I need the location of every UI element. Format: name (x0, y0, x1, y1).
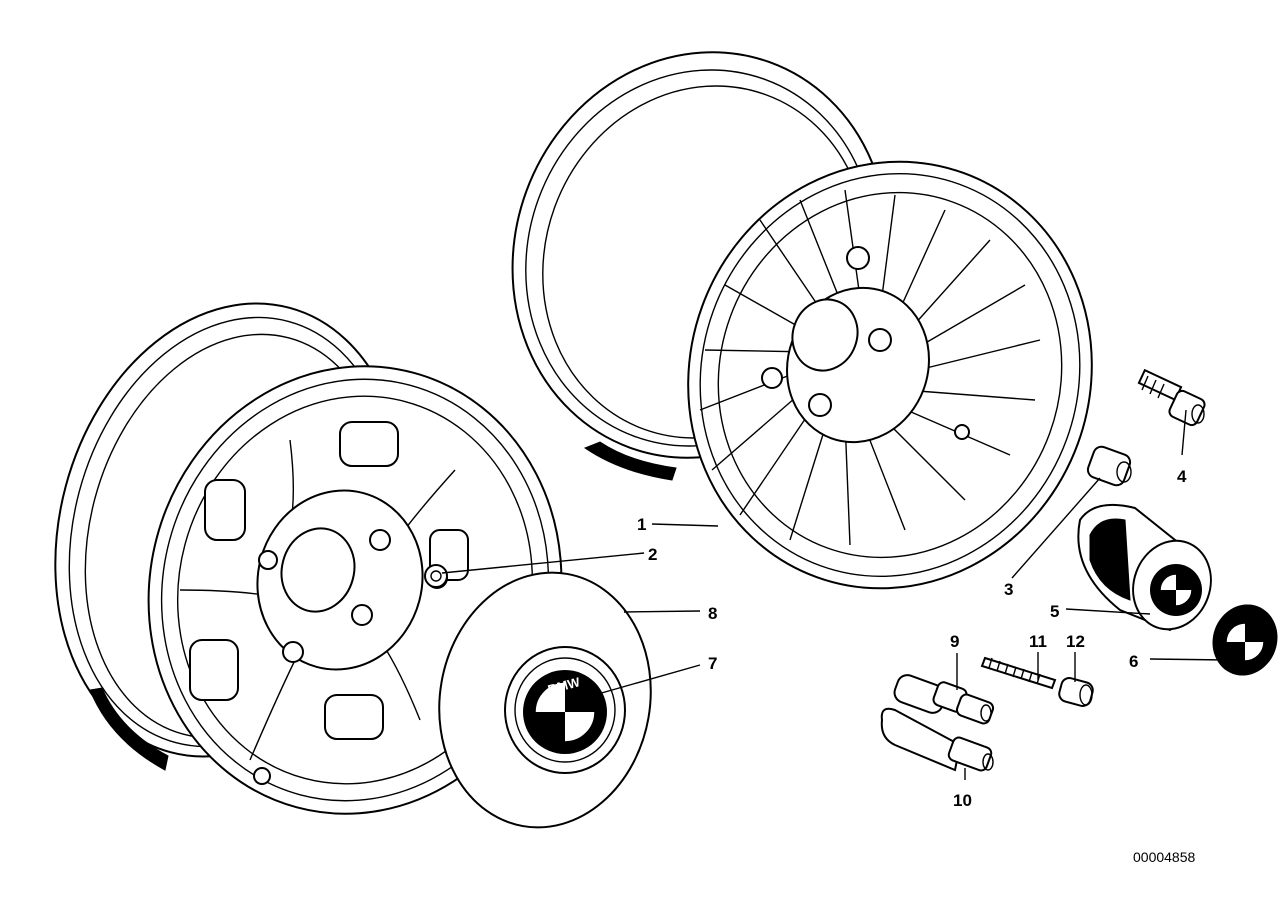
callout-4: 4 (1177, 467, 1187, 486)
sleeve-12 (1058, 677, 1094, 707)
callout-2: 2 (648, 545, 657, 564)
document-number: 00004858 (1133, 849, 1196, 865)
wheel-bolt-4 (1137, 368, 1206, 427)
slotted-wheel (54, 302, 563, 815)
emblem-6 (1212, 604, 1278, 676)
stud-11 (980, 656, 1057, 690)
callout-12: 12 (1066, 632, 1085, 651)
bmw-roundel-icon: BMW (523, 670, 607, 754)
callout-6: 6 (1129, 652, 1138, 671)
callout-10: 10 (953, 791, 972, 810)
callout-labels: 1 2 3 4 5 6 7 8 9 10 11 12 (637, 467, 1187, 810)
leader-lines (441, 409, 1229, 780)
lug-nut-3 (1086, 445, 1132, 487)
callout-1: 1 (637, 515, 646, 534)
cross-spoke-wheel (511, 51, 1093, 590)
callout-3: 3 (1004, 580, 1013, 599)
callout-11: 11 (1029, 632, 1047, 651)
callout-8: 8 (708, 604, 717, 623)
wheel-nut-2 (424, 564, 448, 588)
hub-cap-disc: BMW (438, 571, 652, 829)
callout-9: 9 (950, 632, 959, 651)
center-cap-5 (1077, 503, 1212, 632)
valve-9 (893, 674, 995, 725)
valve-10 (880, 707, 994, 772)
callout-5: 5 (1050, 602, 1059, 621)
callout-7: 7 (708, 654, 717, 673)
